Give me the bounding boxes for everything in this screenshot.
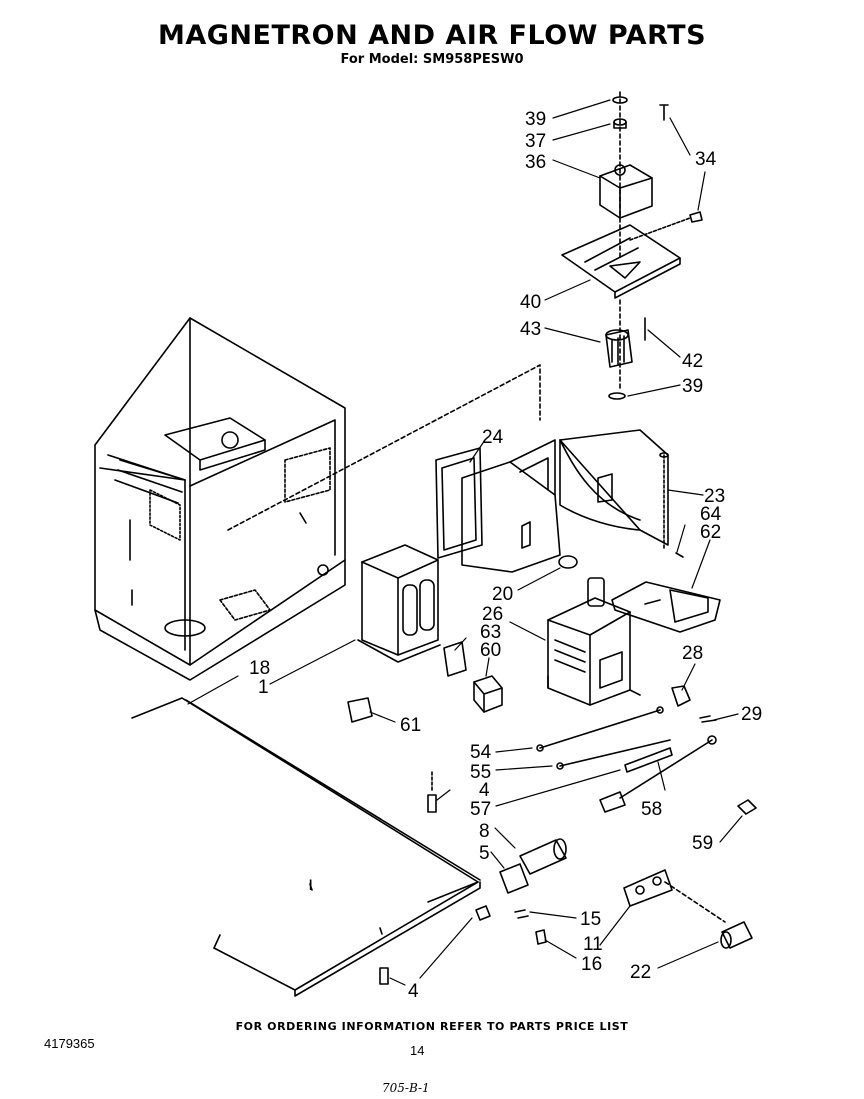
callout-58: 58: [641, 799, 662, 820]
cabinet-chassis: [94, 317, 346, 681]
alignment-line: [227, 364, 541, 531]
blower-assembly: [561, 91, 703, 400]
callout-22: 22: [630, 962, 651, 983]
callout-4-mid: 4: [479, 780, 490, 801]
magnetron: [547, 577, 641, 706]
callout-34: 34: [695, 149, 717, 170]
callout-8: 8: [479, 821, 490, 842]
callout-57: 57: [470, 799, 491, 820]
callout-28: 28: [682, 643, 703, 664]
base-plate: [131, 697, 481, 997]
transformer: [357, 544, 441, 663]
page-title: MAGNETRON AND AIR FLOW PARTS: [157, 20, 707, 51]
callout-60: 60: [480, 640, 501, 661]
callout-61: 61: [400, 715, 421, 736]
callout-62: 62: [700, 522, 721, 543]
callout-39-lower: 39: [682, 376, 703, 397]
callout-36: 36: [525, 152, 546, 173]
callout-16: 16: [581, 954, 602, 975]
callout-43: 43: [520, 319, 541, 340]
duct-piece-62: [611, 581, 721, 633]
callout-29: 29: [741, 704, 762, 725]
callout-59: 59: [692, 833, 713, 854]
callout-labels: 39 37 36 34 40 43 42 39 24 23 64 62 20 2…: [249, 109, 762, 1002]
callout-5: 5: [479, 843, 490, 864]
handwritten-note: 705-B-1: [382, 1081, 430, 1095]
callout-55: 55: [470, 762, 491, 783]
callout-63: 63: [480, 622, 501, 643]
page-number: 14: [410, 1043, 425, 1058]
model-subtitle: For Model: SM958PESW0: [340, 52, 524, 67]
diode-bracket: [623, 869, 753, 949]
callout-11: 11: [583, 934, 603, 955]
callout-39-top: 39: [525, 109, 546, 130]
ordering-note: FOR ORDERING INFORMATION REFER TO PARTS …: [235, 1020, 629, 1033]
callout-15: 15: [580, 909, 601, 930]
callout-24: 24: [482, 427, 504, 448]
callout-64: 64: [700, 504, 722, 525]
callout-40: 40: [520, 292, 541, 313]
leader-lines: [187, 99, 743, 986]
callout-37: 37: [525, 131, 546, 152]
callout-4-bottom: 4: [408, 981, 419, 1002]
callout-26: 26: [482, 604, 503, 625]
capacitor: [379, 838, 567, 985]
callout-42: 42: [682, 351, 703, 372]
blower-duct: [559, 429, 684, 558]
callout-20: 20: [492, 584, 513, 605]
callout-1: 1: [258, 677, 269, 698]
callout-23: 23: [704, 486, 725, 507]
document-number: 4179365: [44, 1036, 95, 1051]
air-guide-duct: [435, 439, 578, 573]
callout-base-mark: ı: [308, 874, 313, 895]
callout-54: 54: [470, 742, 492, 763]
callout-18: 18: [249, 658, 270, 679]
small-parts: [347, 641, 757, 815]
